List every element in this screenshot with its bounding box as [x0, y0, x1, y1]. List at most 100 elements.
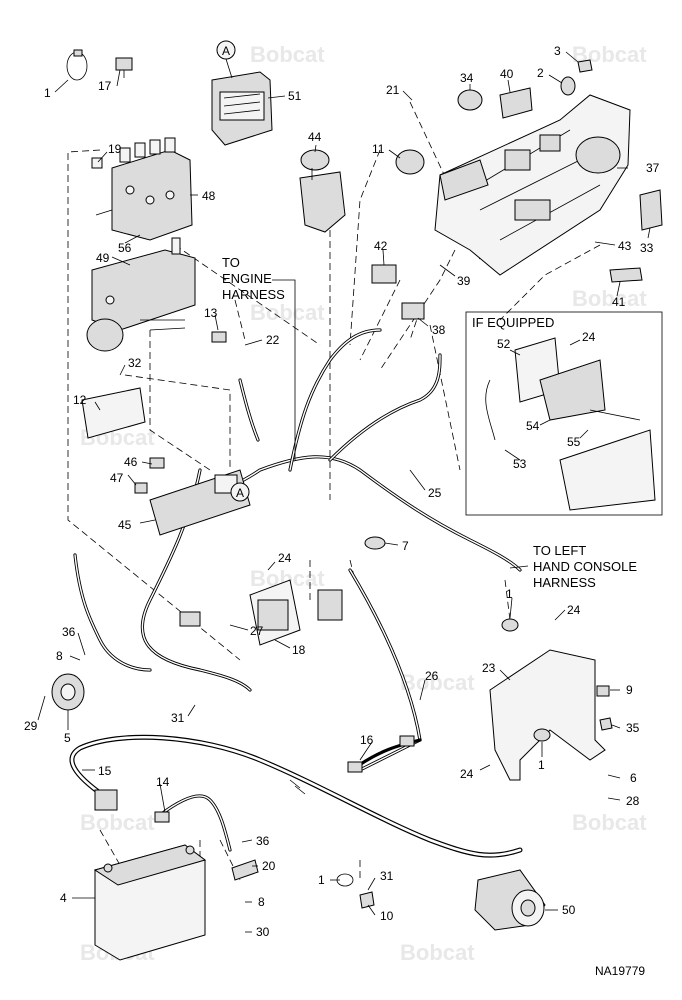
- callout-13: 13: [204, 306, 218, 320]
- note-to-engine-harness: TO ENGINE HARNESS: [222, 255, 285, 302]
- note-line: ENGINE: [222, 271, 272, 286]
- watermark: Bobcat: [572, 810, 647, 835]
- callout-5: 5: [64, 731, 71, 745]
- callout-24: 24: [460, 767, 474, 781]
- callout-36: 36: [62, 625, 76, 639]
- callout-54: 54: [526, 419, 540, 433]
- callout-33: 33: [640, 241, 654, 255]
- part-manifold-49: [86, 237, 196, 352]
- callout-47: 47: [110, 471, 124, 485]
- callout-32: 32: [128, 356, 142, 370]
- part-connector-42: [371, 264, 397, 284]
- part-ignition-switch: [317, 589, 343, 621]
- callout-36: 36: [256, 834, 270, 848]
- note-line: TO LEFT: [533, 543, 586, 558]
- callout-53: 53: [513, 457, 527, 471]
- callout-2: 2: [537, 66, 544, 80]
- part-bracket-23: [489, 618, 613, 781]
- callout-27: 27: [250, 624, 264, 638]
- note-line: HARNESS: [533, 575, 596, 590]
- callout-8: 8: [258, 895, 265, 909]
- callout-21: 21: [386, 83, 400, 97]
- note-line: HARNESS: [222, 287, 285, 302]
- callout-leaders: [37, 51, 651, 933]
- callout-9: 9: [626, 683, 633, 697]
- watermark: Bobcat: [80, 810, 155, 835]
- part-grommet-7: [364, 536, 386, 550]
- callout-3: 3: [554, 44, 561, 58]
- callout-50: 50: [562, 903, 576, 917]
- callout-circle-a: [230, 482, 250, 502]
- part-console-37: [434, 94, 631, 276]
- callout-31: 31: [380, 869, 394, 883]
- callout-12: 12: [73, 393, 87, 407]
- watermark: Bobcat: [572, 286, 647, 311]
- part-fuse-panel-12: [81, 387, 146, 439]
- if-equipped-inset: [465, 311, 663, 516]
- part-starter-50: [474, 869, 546, 931]
- callout-29: 29: [24, 719, 38, 733]
- callout-10: 10: [380, 909, 394, 923]
- part-cable-14: [154, 794, 232, 852]
- part-connector-46: [149, 457, 165, 469]
- callout-labels: 1 17 51 19 48 56 49 44 21 34 40 3 2 11 3…: [24, 44, 660, 939]
- callout-55: 55: [567, 435, 581, 449]
- callout-24: 24: [278, 551, 292, 565]
- callout-46: 46: [124, 455, 138, 469]
- part-plug-2: [560, 76, 576, 96]
- callout-24: 24: [582, 330, 596, 344]
- part-knob-34: [457, 89, 483, 111]
- callout-39: 39: [457, 274, 471, 288]
- callout-a-label: A: [236, 486, 244, 500]
- callout-30: 30: [256, 925, 270, 939]
- note-to-left-hand-console: TO LEFT HAND CONSOLE HARNESS: [533, 543, 637, 590]
- callout-4: 4: [60, 891, 67, 905]
- callout-20: 20: [262, 859, 276, 873]
- callout-1: 1: [538, 758, 545, 772]
- part-bolt-10: [359, 891, 375, 909]
- watermark: Bobcat: [400, 940, 475, 965]
- callout-43: 43: [618, 239, 632, 253]
- note-line: TO: [222, 255, 240, 270]
- callout-19: 19: [108, 142, 122, 156]
- part-key-41: [609, 267, 643, 283]
- part-relay-27: [179, 611, 201, 627]
- part-horn-5: [51, 673, 85, 711]
- callout-17: 17: [98, 79, 112, 93]
- callout-34: 34: [460, 71, 474, 85]
- watermark: Bobcat: [250, 42, 325, 67]
- callout-a-label: A: [222, 44, 230, 58]
- callout-26: 26: [425, 669, 439, 683]
- part-switch-11: [395, 149, 425, 175]
- callout-1: 1: [318, 873, 325, 887]
- callout-7: 7: [402, 539, 409, 553]
- part-sensor-13: [211, 331, 227, 343]
- diagram-code: NA19779: [595, 964, 645, 978]
- callout-41: 41: [612, 295, 626, 309]
- callout-1: 1: [44, 86, 51, 100]
- part-joystick-44: [299, 149, 346, 233]
- watermark: Bobcat: [250, 300, 325, 325]
- callout-52: 52: [497, 337, 511, 351]
- callout-14: 14: [156, 775, 170, 789]
- callout-1: 1: [506, 587, 513, 601]
- callout-18: 18: [292, 643, 306, 657]
- part-cap-3: [577, 59, 593, 73]
- part-switch-40: [499, 87, 533, 119]
- callout-45: 45: [118, 518, 132, 532]
- callout-24: 24: [567, 603, 581, 617]
- note-line: HAND CONSOLE: [533, 559, 637, 574]
- callout-28: 28: [626, 794, 640, 808]
- part-cable-tie: [66, 49, 88, 81]
- part-cover-33: [639, 189, 663, 231]
- callout-23: 23: [482, 661, 496, 675]
- part-controller-18: [249, 579, 301, 646]
- callout-44: 44: [308, 130, 322, 144]
- part-fuse-holder: [115, 57, 133, 78]
- part-harness-16: [347, 735, 422, 773]
- watermark: Bobcat: [400, 670, 475, 695]
- callout-22: 22: [266, 333, 280, 347]
- note-if-equipped: IF EQUIPPED: [472, 315, 554, 330]
- watermarks: Bobcat Bobcat Bobcat Bobcat Bobcat Bobca…: [80, 42, 647, 965]
